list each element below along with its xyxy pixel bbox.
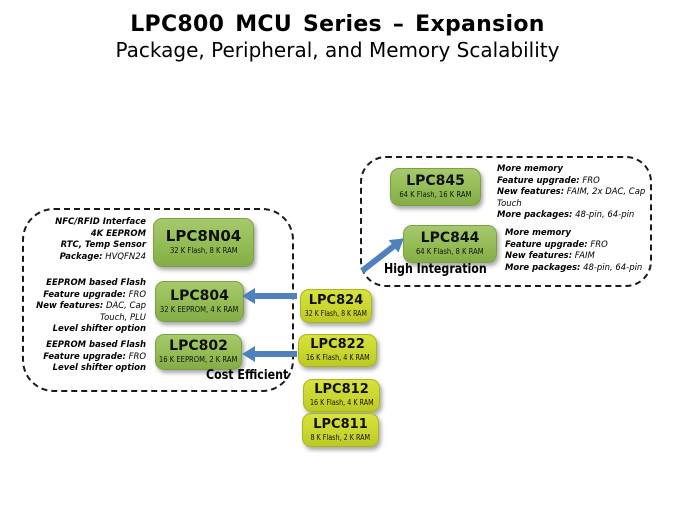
chip-lpc812-name: LPC812 [314, 382, 369, 398]
page-subtitle: Package, Peripheral, and Memory Scalabil… [115, 38, 560, 62]
arrow-lpc822-to-lpc802-icon [242, 346, 297, 362]
chip-lpc8n04-name: LPC8N04 [165, 227, 242, 246]
chip-lpc844-name: LPC844 [420, 230, 480, 247]
chip-lpc844-memory: 64 K Flash, 8 K RAM [416, 247, 484, 257]
chip-lpc802-name: LPC802 [169, 338, 228, 355]
chip-lpc804: LPC804 32 K EEPROM, 4 K RAM [155, 281, 244, 322]
chip-lpc824-memory: 32 K Flash, 8 K RAM [304, 308, 368, 318]
chip-lpc811-memory: 8 K Flash, 2 K RAM [310, 432, 371, 442]
chip-lpc824: LPC824 32 K Flash, 8 K RAM [300, 289, 372, 323]
chip-lpc811-name: LPC811 [313, 416, 368, 432]
chip-lpc822-memory: 16 K Flash, 4 K RAM [305, 353, 370, 363]
chip-lpc812: LPC812 16 K Flash, 4 K RAM [303, 379, 380, 412]
chip-lpc811: LPC811 8 K Flash, 2 K RAM [302, 413, 379, 447]
chip-lpc822: LPC822 16 K Flash, 4 K RAM [298, 334, 377, 367]
chip-lpc844: LPC844 64 K Flash, 8 K RAM [403, 225, 497, 263]
chip-lpc845-memory: 64 K Flash, 16 K RAM [399, 190, 472, 200]
chip-lpc812-memory: 16 K Flash, 4 K RAM [309, 398, 374, 408]
chip-lpc8n04: LPC8N04 32 K Flash, 8 K RAM [153, 218, 254, 267]
arrow-lpc824-to-lpc804-icon [242, 288, 297, 304]
chip-lpc802-memory: 16 K EEPROM, 2 K RAM [159, 355, 238, 365]
page-title: LPC800 MCU Series – Expansion [130, 12, 545, 37]
chip-lpc824-name: LPC824 [308, 292, 364, 308]
chip-lpc8n04-memory: 32 K Flash, 8 K RAM [169, 246, 238, 256]
cost-efficient-label: Cost Efficient [206, 368, 289, 383]
chip-lpc804-memory: 32 K EEPROM, 4 K RAM [160, 304, 239, 314]
chip-lpc845: LPC845 64 K Flash, 16 K RAM [390, 168, 481, 206]
chip-lpc804-name: LPC804 [170, 287, 229, 304]
high-integration-label: High Integration [384, 262, 487, 277]
chip-lpc822-name: LPC822 [310, 337, 365, 353]
chip-lpc802: LPC802 16 K EEPROM, 2 K RAM [155, 334, 242, 370]
chip-lpc845-name: LPC845 [406, 173, 465, 190]
